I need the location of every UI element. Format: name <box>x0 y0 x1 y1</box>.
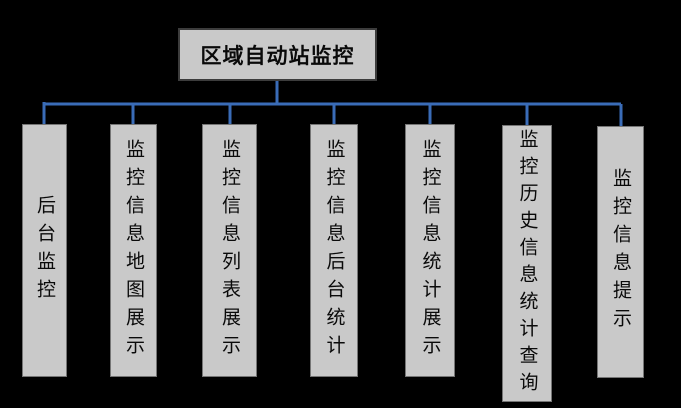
child-node-label: 监控信息地图展示 <box>123 138 144 363</box>
child-node-info-prompt: 监控信息提示 <box>597 126 644 378</box>
child-node-label: 监控信息后台统计 <box>323 138 345 363</box>
tree-connector-path <box>42 80 623 127</box>
child-node-label: 后台监控 <box>34 194 55 307</box>
child-node-label: 监控信息提示 <box>610 168 631 336</box>
child-node-label: 监控历史信息统计查询 <box>516 128 538 399</box>
root-node-label: 区域自动站监控 <box>200 43 355 68</box>
child-node-statistics-display: 监控信息统计展示 <box>405 124 455 377</box>
child-node-list-display: 监控信息列表展示 <box>202 124 257 377</box>
child-node-map-display: 监控信息地图展示 <box>110 124 157 377</box>
child-node-label: 监控信息统计展示 <box>419 138 441 363</box>
child-node-history-statistics-query: 监控历史信息统计查询 <box>502 125 552 402</box>
child-node-label: 监控信息列表展示 <box>219 138 240 363</box>
child-node-backstage-statistics: 监控信息后台统计 <box>310 124 358 377</box>
root-node: 区域自动站监控 <box>178 28 377 81</box>
child-node-backstage-monitoring: 后台监控 <box>22 124 67 377</box>
